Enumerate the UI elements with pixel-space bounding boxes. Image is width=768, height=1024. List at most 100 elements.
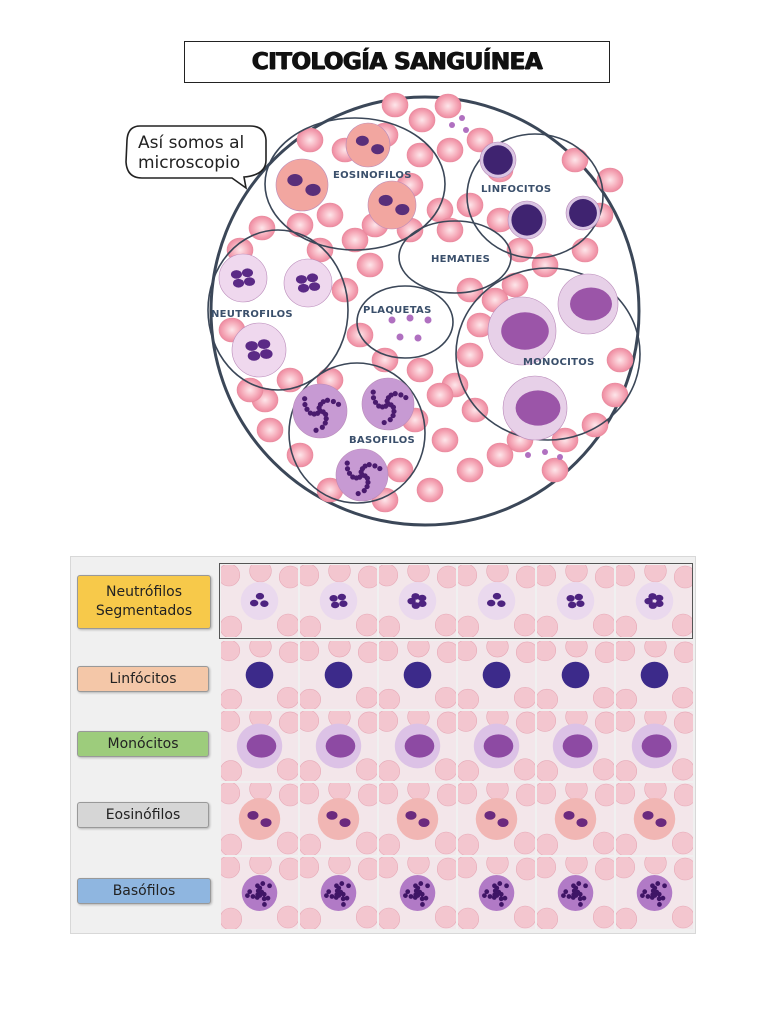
red-blood-cell [379,760,401,781]
nucleus-lobe [395,204,410,216]
red-blood-cell [300,641,320,662]
red-blood-cell [406,142,434,168]
red-blood-cell [616,688,638,709]
red-blood-cell [426,382,454,408]
nucleus-lobe [326,810,338,820]
red-blood-cell [592,686,614,709]
eosinofilos-circle [264,117,446,251]
red-blood-cell [537,641,557,662]
red-blood-cell [328,857,351,875]
cell-image [300,857,377,929]
red-blood-cell [594,711,614,734]
eosinophil-cell [238,798,281,840]
cell-image-drawing [379,857,456,929]
cell-image [379,565,456,637]
red-blood-cell [278,857,298,881]
red-blood-cell [461,397,489,423]
red-blood-cell [357,711,377,734]
basophil-granule [420,902,425,907]
red-blood-cell [673,641,693,664]
red-blood-cell [592,831,614,855]
eosinophil-cell [475,798,518,840]
cell-image-drawing [221,711,298,781]
basophil-granule [645,894,651,899]
red-blood-cell [436,857,456,881]
cell-image-drawing [458,857,535,929]
nucleus-lobe [287,174,303,187]
red-blood-cell [407,641,430,658]
cell-image [221,565,298,637]
row-label-linfocitos: Linfócitos [77,666,209,692]
red-blood-cell [616,641,636,662]
plaquetas-circle [356,285,454,359]
basophil-granule [313,427,319,433]
red-blood-cell [328,565,351,583]
neutrophil-cell [231,322,287,378]
platelet [463,127,469,133]
red-blood-cell [221,833,243,855]
cell-image [616,857,693,929]
basophil-granule [573,893,579,898]
red-blood-cell [596,167,624,193]
red-blood-cell [616,833,638,855]
nucleus-lobe [355,135,369,146]
row-label-neutrofilos-line1: Neutrófilos [105,584,183,600]
red-blood-cell [379,615,401,637]
red-blood-cell [456,457,484,483]
basofilos-circle [288,362,426,504]
basophil-granule [494,893,500,898]
basophil-granule [257,893,263,898]
red-blood-cell [592,758,614,781]
basophil-granule [346,883,351,889]
nucleus-lobe [418,818,430,828]
nucleus-lobe [655,594,664,602]
red-blood-cell [537,565,557,587]
red-blood-cell [236,377,264,403]
monocyte-nucleus [570,287,612,321]
neutrofilos-label: NEUTROFILOS [211,309,293,320]
cell-comparison-table: Neutrófilos Segmentados Linfócitos Monóc… [70,556,696,934]
cell-image-drawing [221,857,298,929]
basophil-granule [504,883,509,889]
red-blood-cell [513,613,535,637]
platelet [459,115,465,121]
basofilos-label: BASOFILOS [349,435,415,446]
monocyte-nucleus [562,734,593,758]
cell-image [458,857,535,929]
red-blood-cell [513,905,535,929]
red-blood-cell [379,711,399,732]
red-blood-cell [300,565,320,587]
red-blood-cell [221,688,243,709]
red-blood-cell [431,427,459,453]
red-blood-cell [221,615,243,637]
microscope-illustration: EOSINOFILOS LINFOCITOS HEMATIES NEUTROFI… [125,92,641,527]
cell-image-drawing [379,565,456,637]
red-blood-cell [537,760,559,781]
cell-image [379,711,456,781]
basophil-granule [366,462,372,468]
red-blood-cell [355,686,377,709]
cell-image [537,641,614,709]
cell-image-drawing [616,565,693,637]
red-blood-cell [456,342,484,368]
basophil-granule [334,883,339,889]
cell-image [221,711,298,781]
cell-image-drawing [300,565,377,637]
red-blood-cell [565,641,588,658]
red-blood-cell [407,783,430,801]
linfocitos-images [221,641,693,709]
red-blood-cell [434,613,456,637]
red-blood-cell [434,758,456,781]
cell-image [458,711,535,781]
eosinophil-cell [633,798,676,840]
nucleus-lobe [230,270,243,279]
red-blood-cell [644,565,667,583]
red-blood-cell [248,215,276,241]
red-blood-cell [616,907,638,929]
basophil-granule [390,404,397,410]
red-blood-cell [276,831,298,855]
basophil-granule [578,902,583,907]
cell-image [300,641,377,709]
cell-image-drawing [300,857,377,929]
nucleus-lobe [241,268,254,278]
